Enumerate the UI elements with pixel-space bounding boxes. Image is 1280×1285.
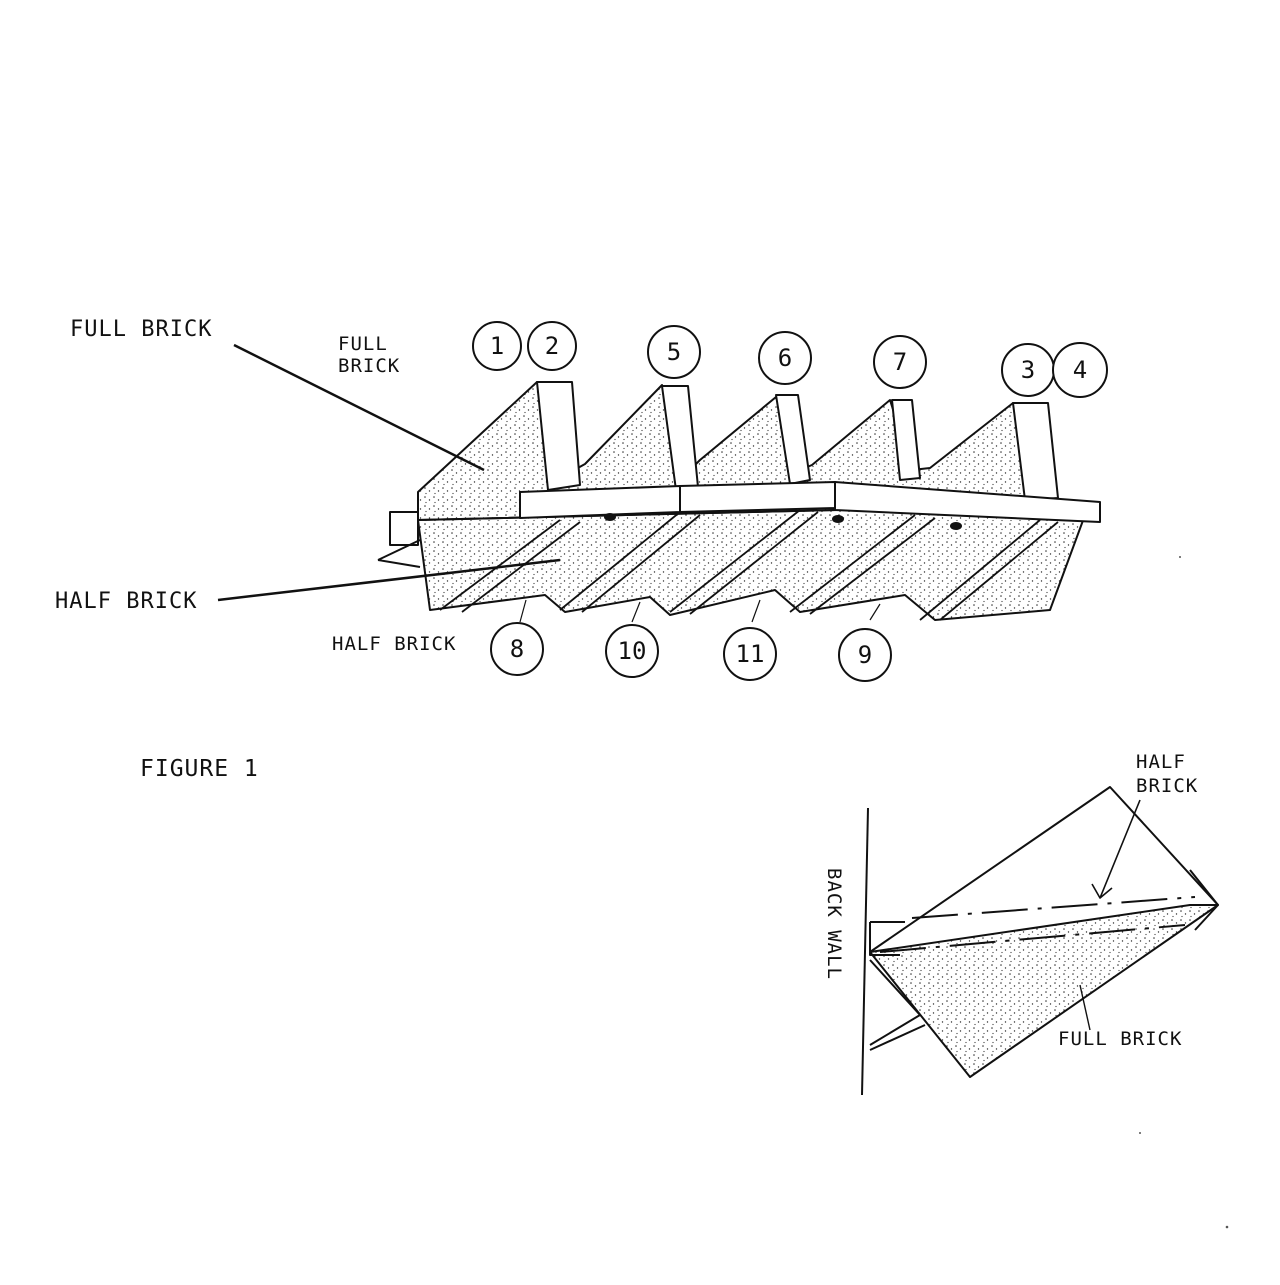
detail-half-brick-line-bottom bbox=[879, 924, 1186, 953]
callout-circle bbox=[1052, 342, 1108, 398]
detail-label-half-1: HALF bbox=[1136, 751, 1186, 773]
label-half-brick: HALF BRICK bbox=[55, 589, 197, 614]
half-brick-row bbox=[417, 504, 1086, 621]
callout-1: 1 bbox=[490, 332, 504, 360]
speck bbox=[1139, 1132, 1141, 1134]
leader-half-brick bbox=[217, 558, 561, 602]
callout-circle bbox=[490, 622, 544, 676]
rail-left bbox=[519, 485, 681, 519]
callout-3: 3 bbox=[1021, 356, 1035, 384]
support-8 bbox=[439, 519, 581, 613]
leader-10 bbox=[631, 601, 641, 623]
callout-circle bbox=[605, 624, 659, 678]
bolt bbox=[604, 513, 616, 521]
bolts bbox=[604, 513, 962, 530]
callout-11: 11 bbox=[736, 640, 765, 668]
detail-full-brick bbox=[869, 904, 1219, 1078]
bolt bbox=[950, 522, 962, 530]
callouts-top-text: 1 2 5 6 7 3 4 bbox=[490, 332, 1087, 384]
callout-5: 5 bbox=[667, 338, 681, 366]
rail-right bbox=[834, 481, 1101, 523]
leader-11 bbox=[751, 599, 761, 623]
callout-circle bbox=[527, 321, 577, 371]
left-bracket bbox=[389, 511, 419, 546]
diagonal-supports bbox=[439, 509, 1059, 621]
horizontal-rails bbox=[519, 481, 1101, 523]
callout-circle bbox=[472, 321, 522, 371]
label-full-brick: FULL BRICK bbox=[70, 317, 212, 342]
figure-caption: FIGURE 1 bbox=[140, 756, 259, 782]
speck bbox=[1179, 556, 1181, 558]
detail-full-arrow bbox=[1079, 984, 1091, 1031]
bolt bbox=[832, 515, 844, 523]
left-bracket-foot bbox=[377, 539, 421, 568]
callout-10: 10 bbox=[618, 637, 647, 665]
detail-half-brick-line-top bbox=[911, 896, 1196, 919]
post-1-2 bbox=[536, 381, 581, 491]
leader-full-brick bbox=[233, 343, 485, 472]
callout-4: 4 bbox=[1073, 356, 1087, 384]
callout-circle bbox=[723, 627, 777, 681]
detail-half-arrow bbox=[1091, 799, 1141, 899]
callouts-top bbox=[472, 321, 1108, 398]
label-half-brick-small: HALF BRICK bbox=[332, 633, 456, 655]
leader-8 bbox=[519, 599, 527, 623]
detail-brick-outline bbox=[869, 786, 1219, 953]
detail-wall-bracket bbox=[869, 921, 905, 956]
support-10 bbox=[559, 511, 701, 613]
brick-rack-assembly bbox=[377, 381, 1101, 621]
back-wall-line bbox=[861, 807, 869, 1096]
detail-label-half-2: BRICK bbox=[1136, 775, 1198, 797]
post-7 bbox=[891, 399, 921, 481]
callout-circle bbox=[647, 325, 701, 379]
callout-8: 8 bbox=[510, 635, 524, 663]
support-end bbox=[919, 519, 1059, 621]
support-11 bbox=[669, 509, 819, 615]
leader-9 bbox=[869, 603, 881, 621]
callout-2: 2 bbox=[545, 332, 559, 360]
detail-angle bbox=[869, 959, 926, 1051]
callout-circle bbox=[758, 331, 812, 385]
callouts-bottom bbox=[490, 622, 892, 682]
side-detail-view bbox=[861, 786, 1219, 1096]
vertical-posts bbox=[536, 381, 1059, 501]
detail-right-lip bbox=[1189, 869, 1219, 931]
callout-9: 9 bbox=[858, 641, 872, 669]
scan-specks bbox=[1139, 556, 1229, 1229]
rail-mid bbox=[679, 481, 836, 513]
support-9 bbox=[789, 514, 936, 615]
post-6 bbox=[775, 394, 811, 485]
detail-label-back-wall: BACK WALL bbox=[823, 868, 845, 980]
callout-circle bbox=[838, 628, 892, 682]
label-full-brick-small-1: FULL bbox=[338, 333, 388, 355]
speck bbox=[1225, 1225, 1229, 1229]
detail-label-full: FULL BRICK bbox=[1058, 1028, 1182, 1050]
callout-6: 6 bbox=[778, 344, 792, 372]
callout-7: 7 bbox=[893, 348, 907, 376]
callout-circle bbox=[873, 335, 927, 389]
callouts-bottom-text: 8 10 11 9 bbox=[510, 635, 872, 669]
label-full-brick-small-2: BRICK bbox=[338, 355, 400, 377]
